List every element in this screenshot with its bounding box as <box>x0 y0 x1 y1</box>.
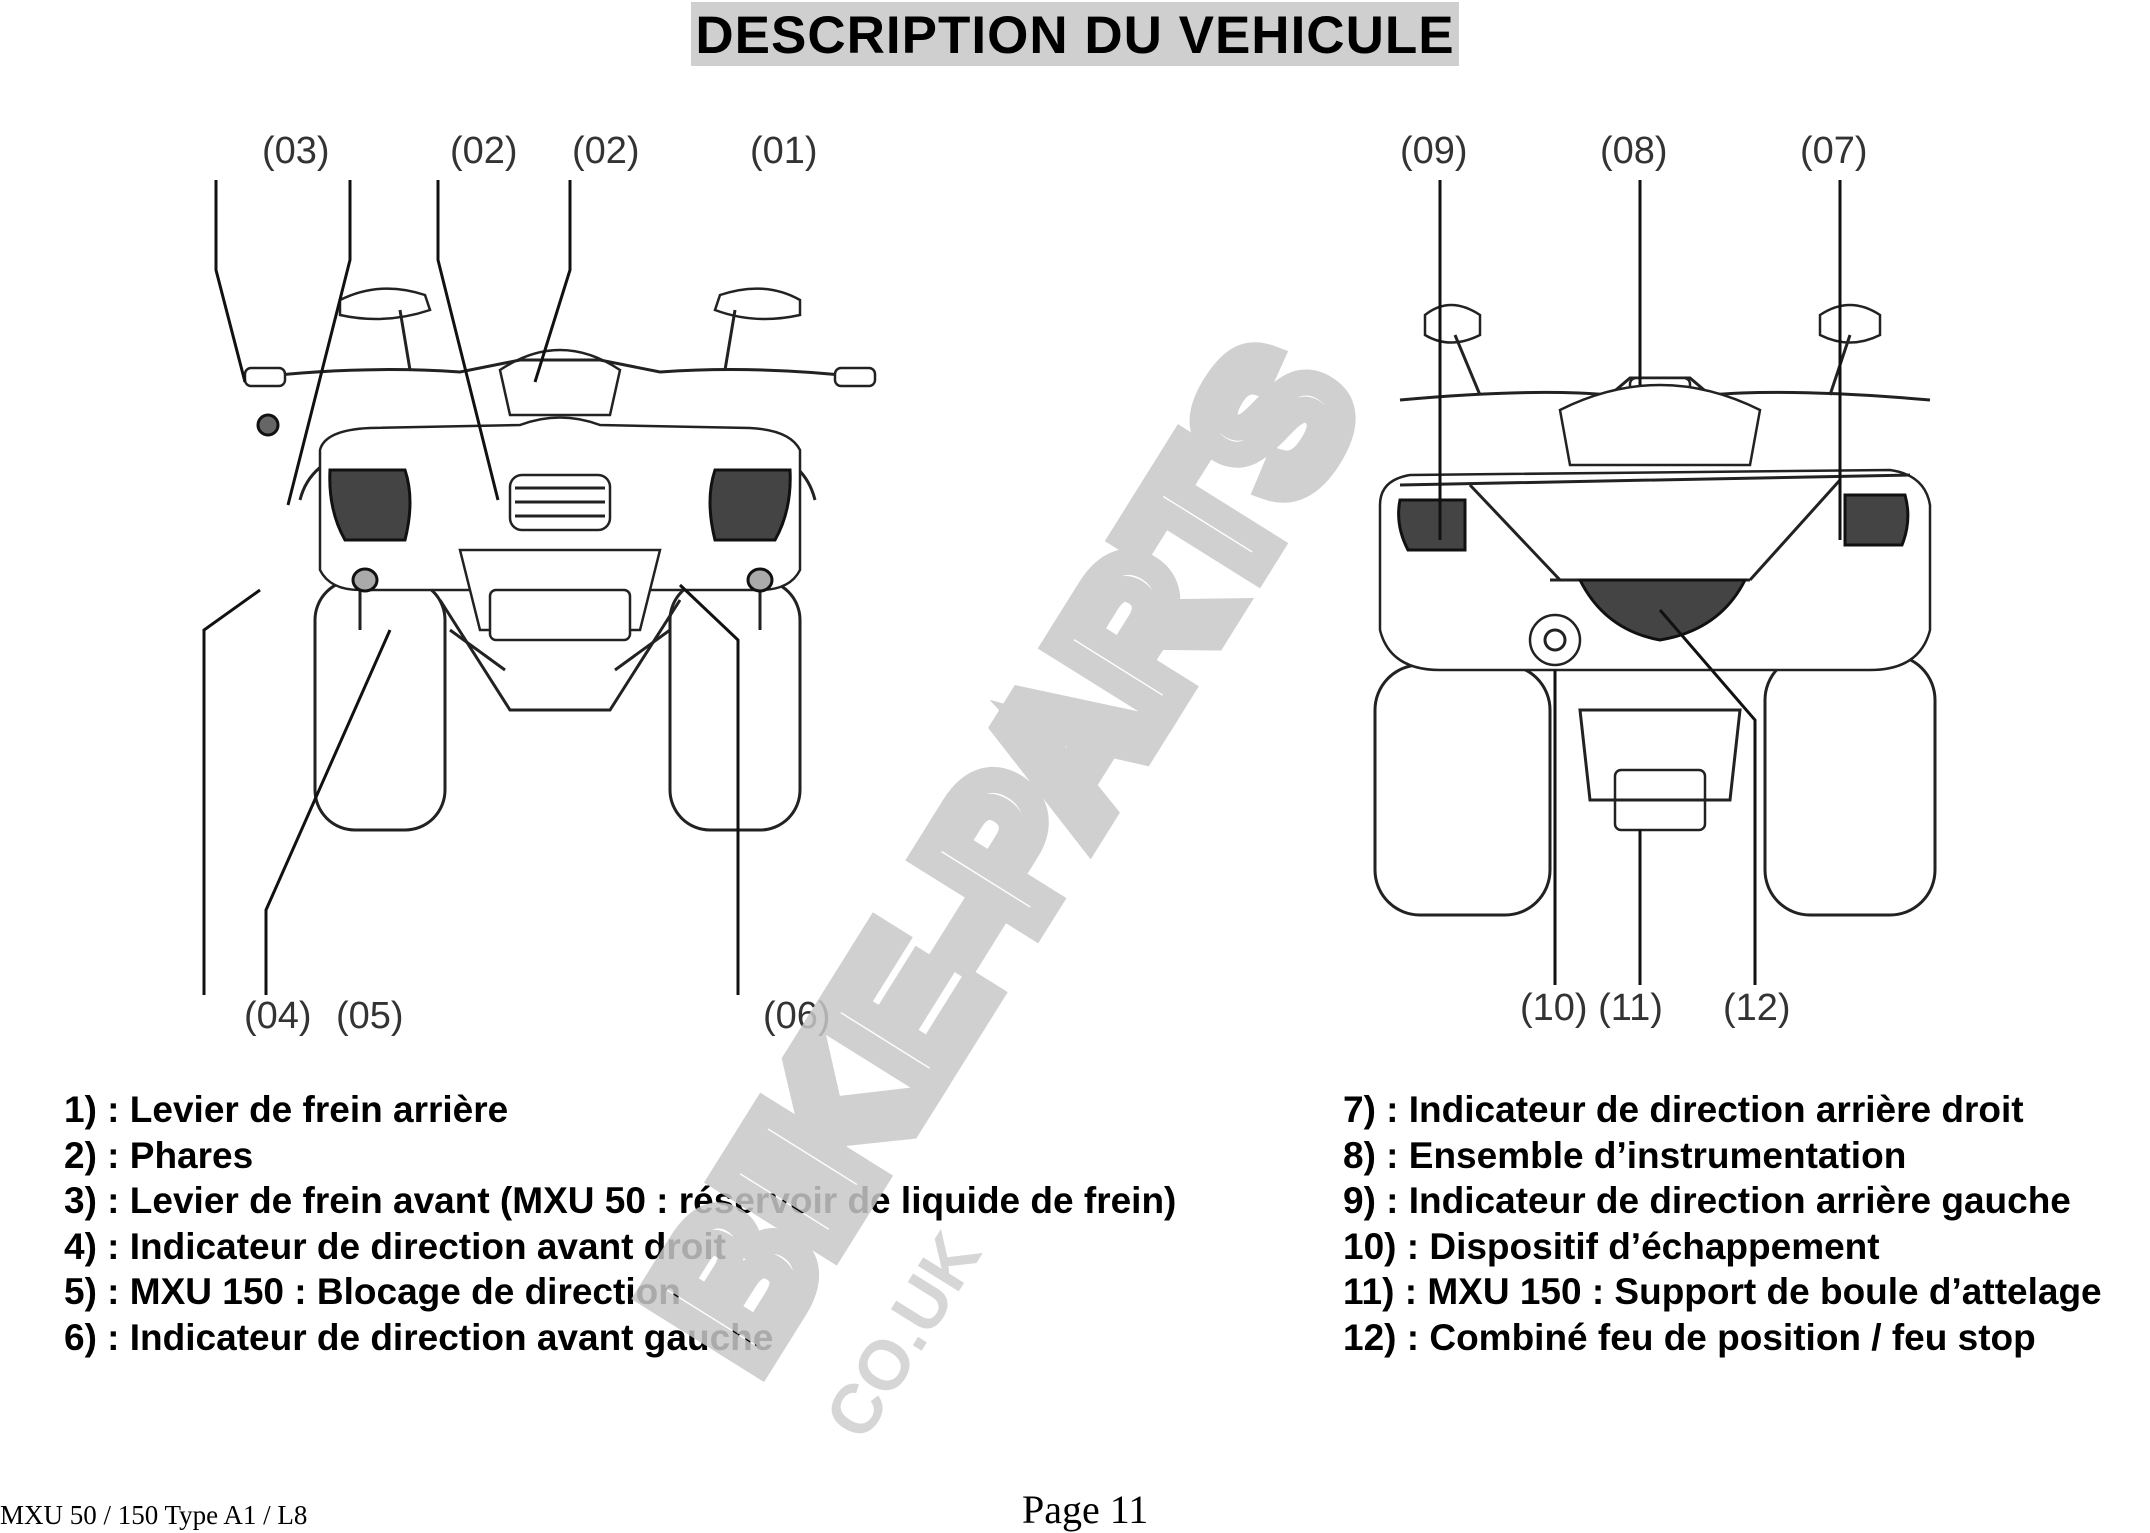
tail-light <box>1577 578 1748 642</box>
legend-item-7: 7) : Indicateur de direction arrière dro… <box>1343 1089 2024 1130</box>
callout-10-11: (10) (11) <box>1520 987 1663 1029</box>
legend-item-4: 4) : Indicateur de direction avant droit <box>64 1225 726 1267</box>
callout-02-left: (02) <box>450 130 518 172</box>
legend-item-2: 2) : Phares <box>64 1134 254 1176</box>
front-right-indicator <box>351 567 379 593</box>
legend-item-3: 3) : Levier de frein avant (MXU 50 : rés… <box>64 1180 1177 1221</box>
rear-body <box>1378 468 1932 672</box>
callout-02-right: (02) <box>572 130 640 172</box>
legend-item-10: 10) : Dispositif d’échappement <box>1343 1225 1880 1267</box>
front-left-indicator <box>746 567 774 593</box>
callout-12: (12) <box>1723 987 1791 1029</box>
legend-left: 1) : Levier de frein arrière 2) : Phares… <box>64 1087 1176 1360</box>
rear-right-indicator <box>1843 493 1910 547</box>
legend-item-9: 9) : Indicateur de direction arrière gau… <box>1343 1180 2071 1221</box>
callout-03: (03) <box>262 130 330 172</box>
legend-item-5: 5) : MXU 150 : Blocage de direction <box>64 1271 681 1312</box>
front-view-diagram: (03) (02) (02) (01) (04) (05) (06) <box>202 130 877 1037</box>
front-left-tire <box>313 578 447 832</box>
callout-04: (04) <box>244 995 312 1037</box>
callout-08: (08) <box>1600 130 1668 172</box>
legend-right: 7) : Indicateur de direction arrière dro… <box>1343 1087 2102 1360</box>
legend-item-8: 8) : Ensemble d’instrumentation <box>1343 1134 1907 1176</box>
legend-item-1: 1) : Levier de frein arrière <box>64 1089 509 1130</box>
rear-left-indicator <box>1397 498 1467 552</box>
callout-06: (06) <box>763 995 831 1037</box>
right-headlight <box>708 468 792 542</box>
left-headlight <box>328 468 412 542</box>
legend-item-6: 6) : Indicateur de direction avant gauch… <box>64 1316 774 1358</box>
front-right-tire <box>668 578 802 832</box>
page-title: DESCRIPTION DU VEHICULE <box>691 2 1459 66</box>
callout-01: (01) <box>750 130 818 172</box>
rear-view-diagram: (09) (08) (07) (10) (11) (12) <box>1373 130 1937 1029</box>
rear-left-tire <box>1373 663 1552 917</box>
footer-model: MXU 50 / 150 Type A1 / L8 <box>0 1500 308 1530</box>
page-number: Page 11 <box>1022 1487 1149 1532</box>
callout-09: (09) <box>1400 130 1468 172</box>
rear-right-tire <box>1763 653 1937 917</box>
front-handlebar <box>249 358 871 380</box>
exhaust <box>1528 613 1582 667</box>
callout-05: (05) <box>336 995 404 1037</box>
legend-item-12: 12) : Combiné feu de position / feu stop <box>1343 1316 2036 1358</box>
legend-item-11: 11) : MXU 150 : Support de boule d’attel… <box>1343 1271 2102 1312</box>
callout-07: (07) <box>1800 130 1868 172</box>
